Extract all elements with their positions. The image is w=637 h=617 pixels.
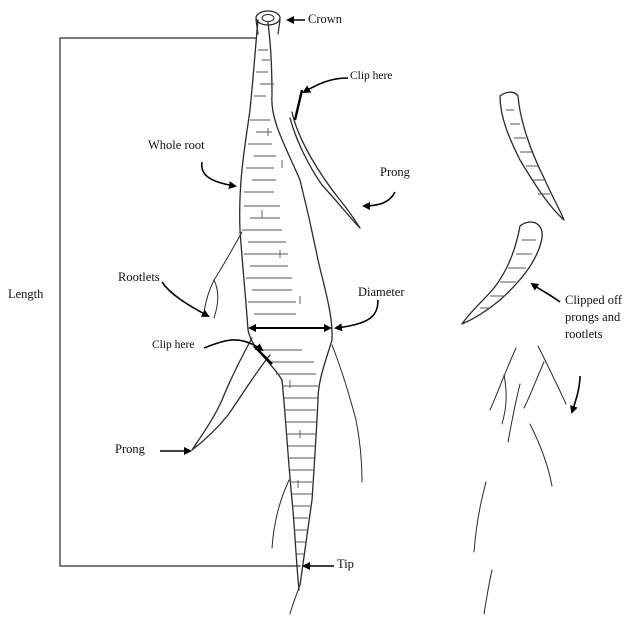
label-whole-root: Whole root <box>148 138 205 153</box>
clipped-prong-texture <box>480 110 550 308</box>
label-clip-here-top: Clip here <box>350 70 392 84</box>
clip-mark-top <box>295 90 302 120</box>
root-texture <box>242 50 318 554</box>
label-diameter: Diameter <box>358 285 405 300</box>
label-crown: Crown <box>308 12 342 27</box>
label-prong-right: Prong <box>380 165 410 180</box>
prong-left <box>192 338 270 450</box>
label-clipped-off: Clipped off prongs and rootlets <box>565 292 622 343</box>
label-length: Length <box>8 287 43 302</box>
clipped-prong-lower <box>462 222 542 324</box>
clipped-rootlets <box>474 346 566 614</box>
label-tip: Tip <box>337 557 354 572</box>
whole-root <box>240 11 332 590</box>
label-prong-left: Prong <box>115 442 145 457</box>
label-clip-here-bottom: Clip here <box>152 339 194 353</box>
label-rootlets: Rootlets <box>118 270 160 285</box>
prong-right <box>290 112 360 228</box>
clipped-prong-upper <box>500 92 564 220</box>
